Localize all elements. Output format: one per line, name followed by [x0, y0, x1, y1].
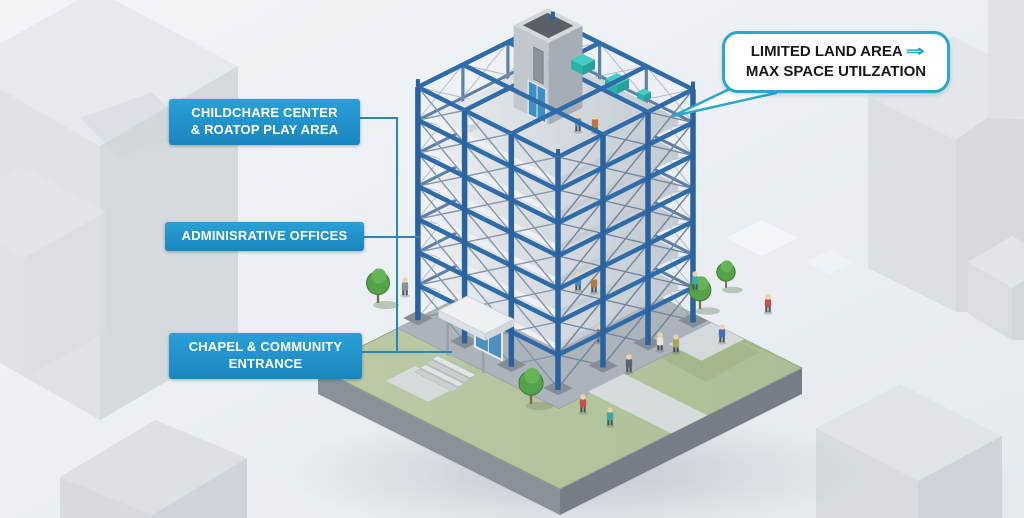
person-icon	[690, 271, 700, 292]
label-administrative-offices: ADMINISRATIVE OFFICES	[165, 222, 364, 251]
tree-icon	[688, 276, 720, 315]
person-icon	[717, 324, 727, 345]
roof-equipment-icon	[461, 54, 651, 133]
label-line: CHAPEL & COMMUNITY	[188, 339, 343, 354]
person-icon	[763, 294, 773, 315]
label-chapel-entrance: CHAPEL & COMMUNITY ENTRANCE	[169, 333, 362, 379]
label-line: & ROATOP PLAY AREA	[190, 121, 339, 137]
double-arrow-icon: ⇒	[905, 43, 925, 60]
label-childcare-center: CHILDCHARE CENTER & ROATOP PLAY AREA	[169, 99, 360, 145]
label-line: ENTRANCE	[228, 355, 303, 371]
elevator-core	[513, 8, 583, 125]
tree-icon	[518, 367, 554, 411]
callout-line2: MAX SPACE UTILZATION	[745, 62, 927, 80]
person-icon	[578, 394, 588, 415]
person-icon	[671, 334, 681, 355]
label-line: CHILDCHARE CENTER	[191, 105, 338, 120]
entrance-canopy	[437, 295, 515, 374]
tree-icon	[716, 260, 743, 294]
person-icon	[605, 407, 615, 428]
callout-line1: LIMITED LAND AREA	[750, 43, 903, 60]
tree-icon	[366, 268, 399, 309]
steel-frame-building	[403, 8, 708, 396]
label-line: ADMINISRATIVE OFFICES	[181, 228, 348, 243]
person-icon	[400, 277, 410, 298]
person-icon	[655, 332, 665, 353]
trees-and-people	[366, 260, 773, 428]
person-icon	[624, 354, 634, 375]
leader-line-childcare	[360, 117, 398, 352]
callout-limited-land: LIMITED LAND AREA⇒ MAX SPACE UTILZATION	[722, 31, 950, 93]
